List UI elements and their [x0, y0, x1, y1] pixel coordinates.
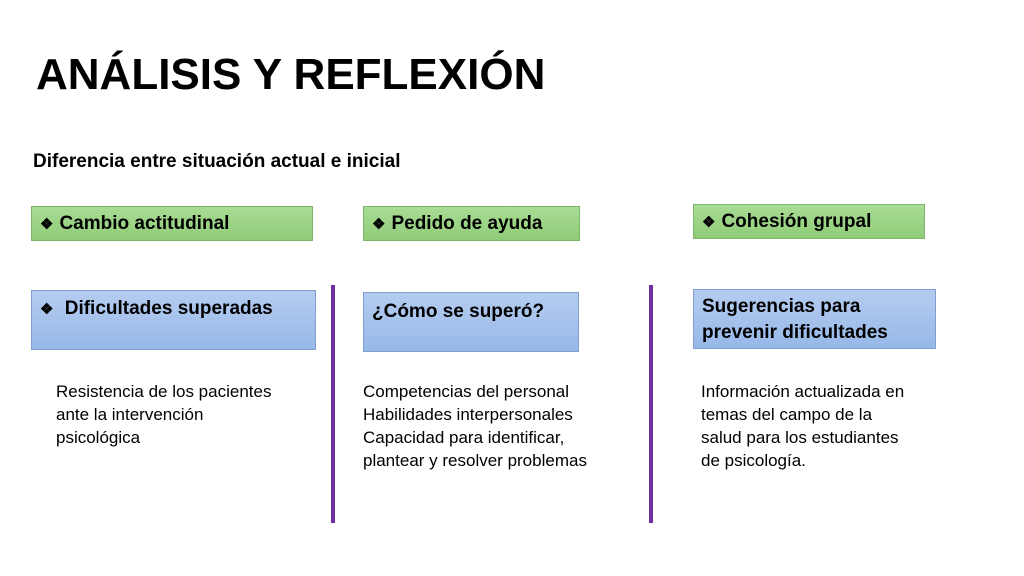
- slide-title: ANÁLISIS Y REFLEXIÓN: [36, 50, 546, 99]
- diamond-bullet-icon: ❖: [702, 214, 716, 231]
- diamond-bullet-icon: ❖: [40, 301, 54, 318]
- subheader-label: Dificultades superadas: [64, 298, 273, 319]
- subheader-sugerencias: Sugerencias para prevenir dificultades: [693, 289, 936, 349]
- text-line: Capacidad para identificar,: [363, 428, 565, 447]
- header-label: Cambio actitudinal: [59, 213, 230, 234]
- subheader-como-se-supero: ¿Cómo se superó?: [363, 292, 579, 352]
- text-line: ante la intervención: [56, 405, 204, 424]
- slide-subtitle: Diferencia entre situación actual e inic…: [33, 151, 401, 172]
- text-line: Información actualizada en: [701, 382, 905, 401]
- subheader-line: prevenir dificultades: [702, 322, 888, 343]
- column-2-text: Competencias del personal Habilidades in…: [363, 380, 587, 472]
- diamond-bullet-icon: ❖: [40, 216, 54, 233]
- header-cambio-actitudinal: ❖ Cambio actitudinal: [31, 206, 313, 241]
- subheader-dificultades-superadas: ❖ Dificultades superadas: [31, 290, 316, 350]
- column-divider-2: [649, 285, 653, 523]
- text-line: de psicología.: [701, 451, 806, 470]
- text-line: temas del campo de la: [701, 405, 873, 424]
- subheader-line: Sugerencias para: [702, 296, 861, 317]
- diamond-bullet-icon: ❖: [372, 216, 386, 233]
- text-line: salud para los estudiantes: [701, 428, 899, 447]
- text-line: Competencias del personal: [363, 382, 570, 401]
- column-divider-1: [331, 285, 335, 523]
- header-label: Cohesión grupal: [721, 211, 872, 232]
- text-line: psicológica: [56, 428, 141, 447]
- header-label: Pedido de ayuda: [391, 213, 543, 234]
- text-line: Resistencia de los pacientes: [56, 382, 272, 401]
- column-3-text: Información actualizada en temas del cam…: [701, 380, 904, 472]
- header-cohesion-grupal: ❖ Cohesión grupal: [693, 204, 925, 239]
- text-line: plantear y resolver problemas: [363, 451, 587, 470]
- column-1-text: Resistencia de los pacientes ante la int…: [56, 380, 271, 449]
- subheader-label: ¿Cómo se superó?: [372, 301, 545, 322]
- text-line: Habilidades interpersonales: [363, 405, 573, 424]
- header-pedido-de-ayuda: ❖ Pedido de ayuda: [363, 206, 580, 241]
